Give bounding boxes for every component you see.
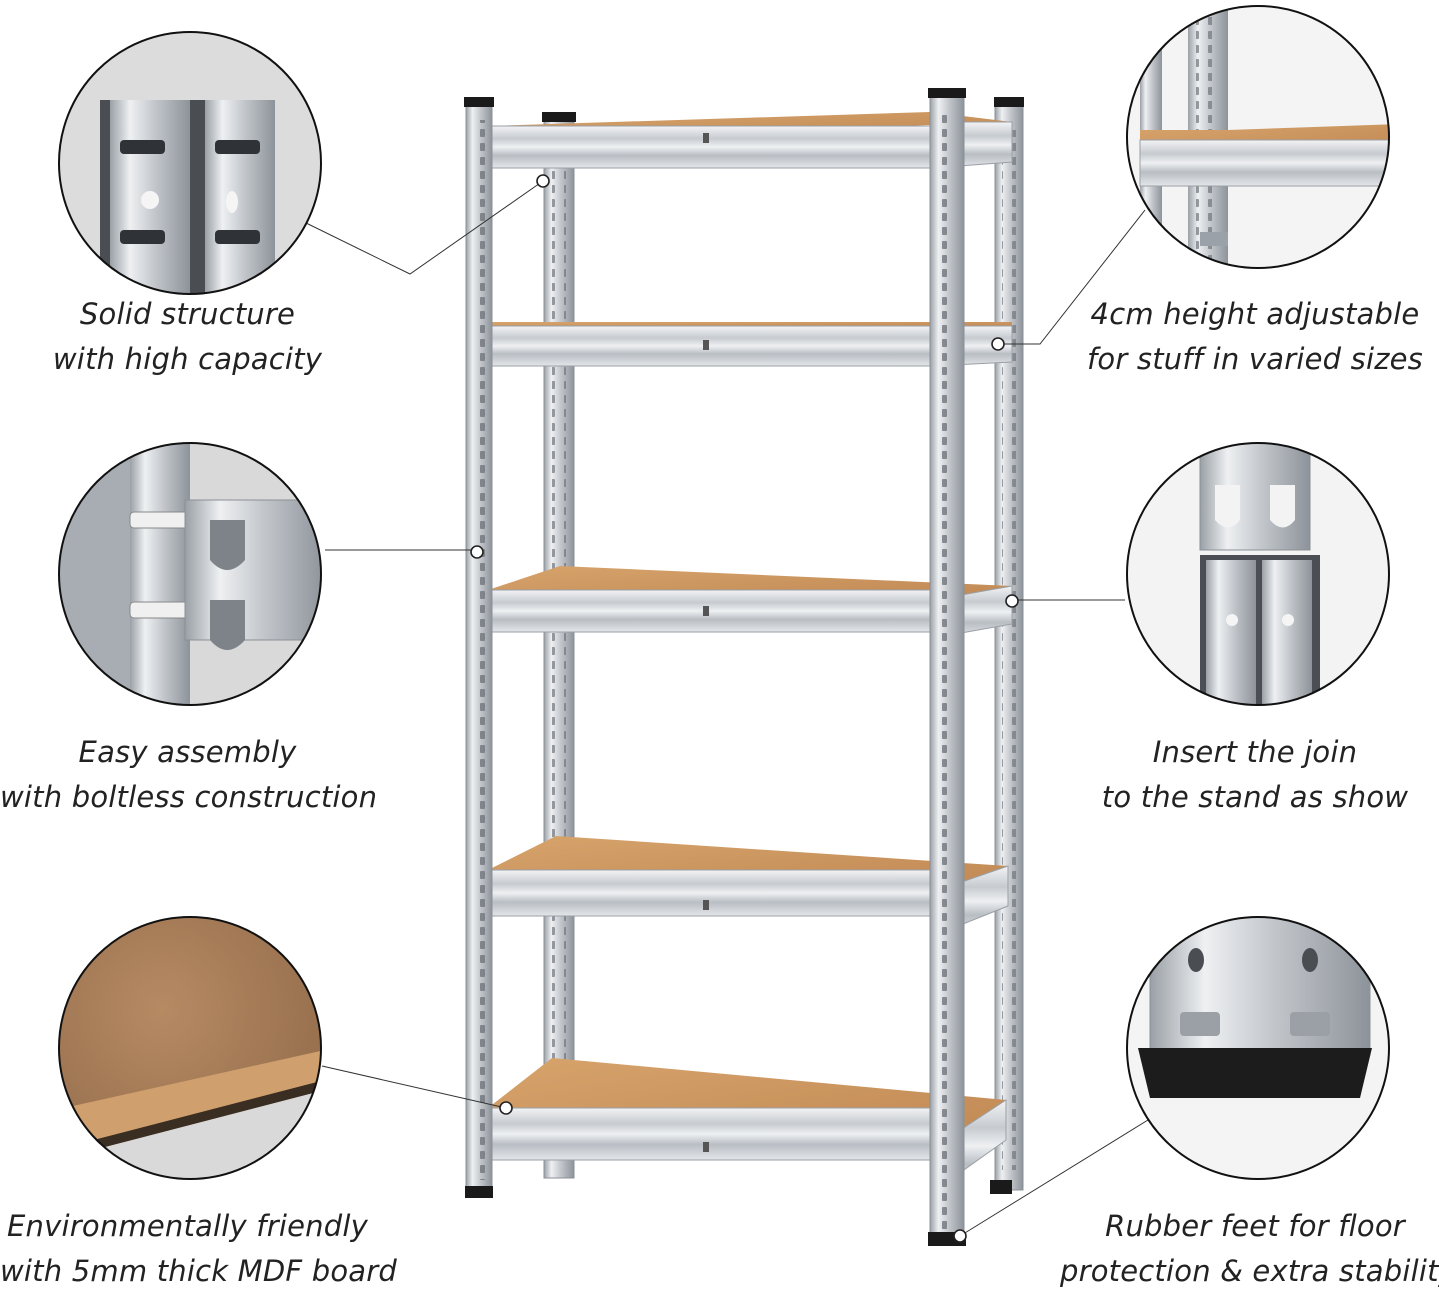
detail-circle-feet xyxy=(1126,916,1390,1180)
caption-line-1: Easy assembly xyxy=(78,735,297,769)
caption-line-2: to the stand as show xyxy=(1101,780,1409,814)
caption-line-2: with high capacity xyxy=(52,342,323,376)
caption-height-adjustable: 4cm height adjustable for stuff in varie… xyxy=(1060,292,1439,382)
detail-circle-mdf xyxy=(58,916,322,1180)
shelf-1 xyxy=(487,112,1013,169)
callout-dots xyxy=(470,174,1019,1243)
caption-mdf-board: Environmentally friendly with 5mm thick … xyxy=(0,1204,397,1294)
caption-easy-assembly: Easy assembly with boltless construction xyxy=(0,730,378,820)
caption-line-1: 4cm height adjustable xyxy=(1090,297,1420,331)
shelf-3 xyxy=(487,566,1013,639)
detail-circle-assembly xyxy=(58,442,322,706)
caption-line-1: Environmentally friendly xyxy=(7,1209,368,1243)
caption-line-2: protection & extra stability xyxy=(1060,1254,1439,1288)
shelf-unit xyxy=(464,88,1024,1246)
caption-insert-join: Insert the join to the stand as show xyxy=(1060,730,1439,820)
caption-line-2: with 5mm thick MDF board xyxy=(0,1254,397,1288)
caption-rubber-feet: Rubber feet for floor protection & extra… xyxy=(1060,1204,1439,1294)
detail-circle-structure xyxy=(58,31,322,295)
caption-line-1: Insert the join xyxy=(1152,735,1358,769)
caption-line-1: Rubber feet for floor xyxy=(1105,1209,1405,1243)
caption-solid-structure: Solid structure with high capacity xyxy=(0,292,375,382)
caption-line-2: for stuff in varied sizes xyxy=(1087,342,1423,376)
detail-circle-adjustable xyxy=(1126,5,1390,269)
detail-circle-join xyxy=(1126,442,1390,706)
callout-lines xyxy=(299,180,1149,1237)
caption-line-2: with boltless construction xyxy=(0,780,378,814)
shelf-2 xyxy=(487,322,1013,367)
caption-line-1: Solid structure xyxy=(79,297,296,331)
